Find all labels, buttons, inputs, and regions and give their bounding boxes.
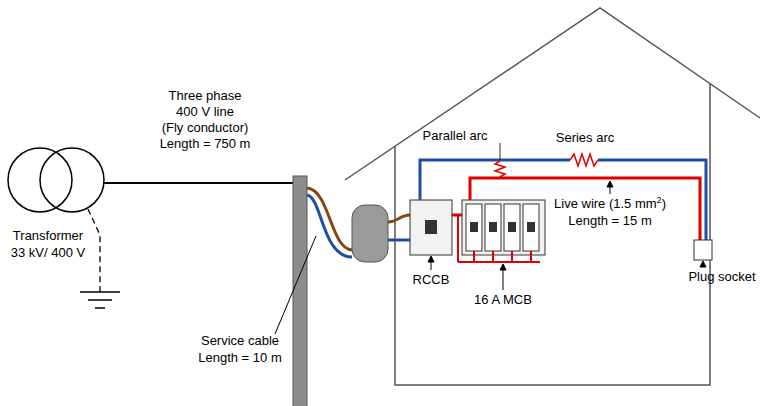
parallel-arc — [495, 161, 505, 177]
rccb-box — [410, 200, 452, 255]
label-text: ) — [662, 196, 666, 211]
label-line: Live wire (1.5 mm2) — [554, 196, 666, 211]
pole — [293, 176, 307, 406]
leader-line — [275, 236, 316, 334]
label-text: Series arc — [556, 130, 615, 145]
series-arc — [570, 154, 598, 166]
earth-lead — [88, 209, 100, 292]
meter-wire-blue — [388, 239, 410, 242]
neutral-wire — [420, 160, 570, 200]
label-text: 400 V line — [176, 104, 234, 119]
roof — [345, 8, 760, 180]
house-wall — [395, 83, 710, 385]
rccb-switch — [425, 220, 437, 234]
ground-symbol — [80, 292, 120, 308]
live-wire — [470, 178, 700, 240]
label-text: Service cable — [201, 333, 279, 348]
label-text: Three phase — [169, 88, 242, 103]
overhead-line — [104, 182, 293, 184]
mcb-panel — [462, 200, 545, 255]
label-text: 16 A MCB — [474, 292, 532, 307]
transformer-symbol — [8, 148, 104, 212]
service-cable-blue — [307, 195, 352, 257]
plug-socket — [694, 240, 712, 260]
label-text: Length = 750 m — [160, 136, 251, 151]
label-text: (Fly conductor) — [162, 120, 249, 135]
label-text: Length = 10 m — [198, 350, 281, 365]
label-text: Parallel arc — [422, 128, 487, 143]
label-text: Plug socket — [688, 269, 755, 284]
label-text: Live wire (1.5 mm — [554, 196, 657, 211]
mcb-breakers — [466, 204, 539, 251]
label-text: RCCB — [413, 272, 450, 287]
label-text: Length = 15 m — [568, 213, 651, 228]
mcb-busbar — [458, 215, 540, 262]
label-text: Transformer — [13, 228, 83, 243]
meter-wire-brown — [388, 215, 410, 222]
label-text: 33 kV/ 400 V — [11, 245, 85, 260]
leader-arrows — [428, 143, 706, 290]
superscript: 2 — [657, 195, 662, 205]
energy-meter — [352, 205, 388, 262]
